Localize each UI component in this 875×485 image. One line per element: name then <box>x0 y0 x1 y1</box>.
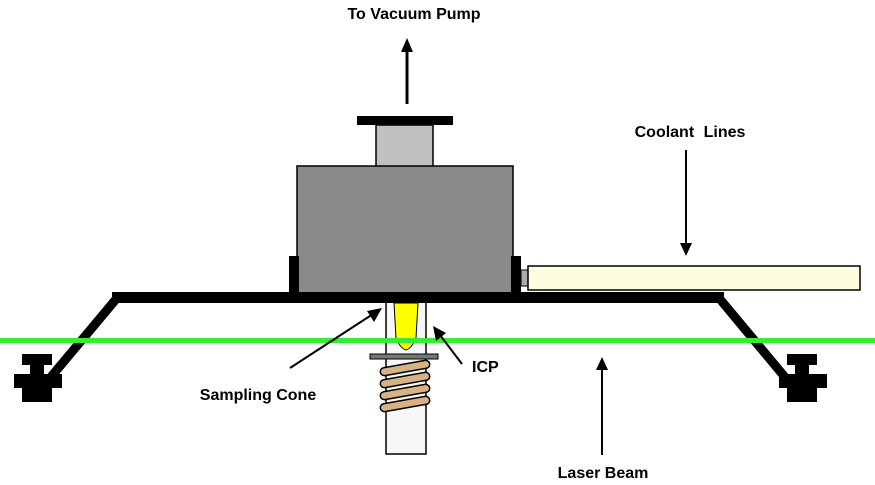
sampling-cone-label: Sampling Cone <box>200 387 317 404</box>
laser-beam-arrow <box>596 357 608 455</box>
coolant-lines-label: Coolant Lines <box>635 124 746 141</box>
laser-beam <box>0 338 875 343</box>
coolant-line <box>527 265 861 291</box>
icp-label: ICP <box>472 359 499 376</box>
sampling-cone-arrow <box>289 308 382 369</box>
right-foot <box>779 354 827 402</box>
left-foot <box>14 354 62 402</box>
rf-coil <box>379 359 431 413</box>
vacuum-pump-arrow <box>401 38 413 104</box>
pump-flange <box>357 116 453 125</box>
vacuum-pump-label: To Vacuum Pump <box>347 6 480 23</box>
laser-beam-label: Laser Beam <box>558 465 649 482</box>
pump-port <box>375 124 434 168</box>
housing-left-bracket <box>289 256 299 294</box>
coolant-lines-arrow <box>680 150 692 256</box>
vacuum-housing <box>296 165 514 295</box>
icp-arrow <box>433 326 463 365</box>
torch-flange <box>369 353 439 360</box>
housing-right-bracket <box>511 256 521 294</box>
